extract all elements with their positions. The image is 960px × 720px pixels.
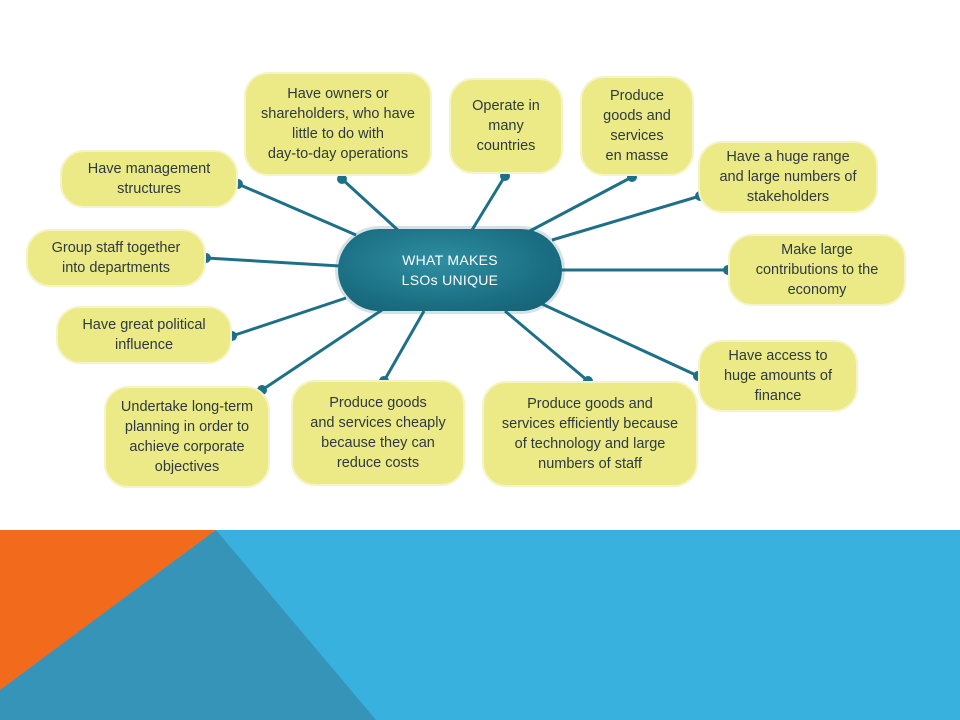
node-economy: Make large contributions to the economy xyxy=(728,234,906,306)
connector-efficiently xyxy=(504,309,589,383)
connector-countries xyxy=(470,175,507,231)
banner-teal-triangle xyxy=(0,530,376,720)
connector-owners xyxy=(340,177,402,234)
node-finance: Have access to huge amounts of finance xyxy=(698,340,858,412)
node-long-term-planning: Undertake long-term planning in order to… xyxy=(104,386,270,488)
node-en-masse: Produce goods and services en masse xyxy=(580,76,694,176)
connector-departments xyxy=(205,256,341,268)
node-departments: Group staff together into departments xyxy=(26,229,206,287)
hub-what-makes-lsos-unique: WHAT MAKES LSOs UNIQUE xyxy=(338,229,562,311)
connector-cheaply xyxy=(382,310,426,382)
node-political-influence: Have great political influence xyxy=(56,306,232,364)
connector-planning xyxy=(261,308,383,392)
connector-stakeholders xyxy=(551,194,701,242)
connector-management xyxy=(237,182,357,237)
mind-map-diagram: Have owners or shareholders, who have li… xyxy=(26,72,906,488)
decorative-banner xyxy=(0,530,960,720)
connector-dot-owners xyxy=(337,174,347,184)
node-produce-efficiently: Produce goods and services efficiently b… xyxy=(482,381,698,487)
node-countries: Operate in many countries xyxy=(449,78,563,174)
connector-political xyxy=(231,296,347,338)
connector-finance xyxy=(541,302,699,378)
connector-en-masse xyxy=(527,175,633,234)
node-stakeholders: Have a huge range and large numbers of s… xyxy=(698,141,878,213)
node-owners: Have owners or shareholders, who have li… xyxy=(244,72,432,176)
node-management-structures: Have management structures xyxy=(60,150,238,208)
node-produce-cheaply: Produce goods and services cheaply becau… xyxy=(291,380,465,486)
